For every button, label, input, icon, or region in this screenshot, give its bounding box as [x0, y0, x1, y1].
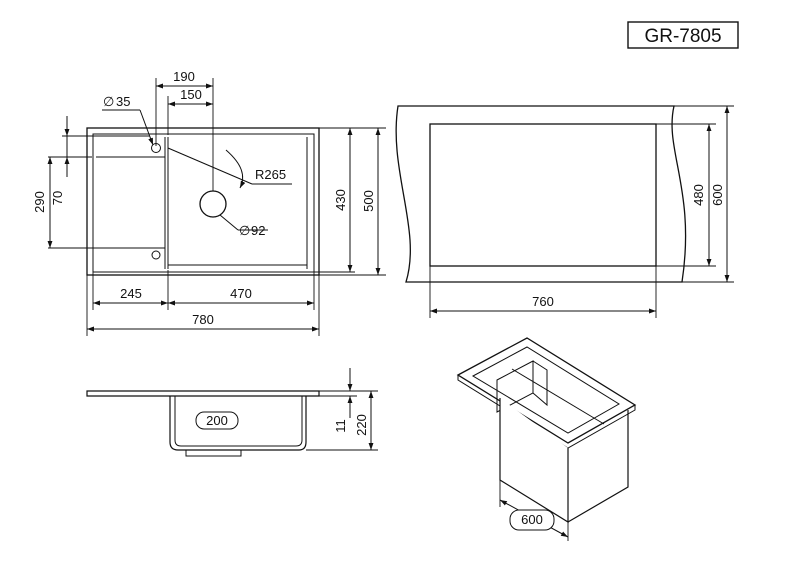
- label-hole-35: 35: [116, 94, 130, 109]
- side-view-labels: 200 11 220: [206, 413, 369, 436]
- iso-opening: [471, 346, 620, 434]
- model-code: GR-7805: [644, 26, 721, 47]
- diameter-symbol-92: ∅: [239, 223, 250, 238]
- model-label: GR-7805: [627, 21, 739, 49]
- label-760: 760: [532, 294, 554, 309]
- drain-hole: [199, 190, 227, 218]
- label-R265: R265: [255, 167, 286, 182]
- cabinet-extension-lines: [429, 105, 734, 318]
- label-drain-92: 92: [251, 223, 265, 238]
- countertop-rim: [86, 390, 320, 397]
- leader-35: [139, 109, 154, 146]
- drain-outlet: [185, 449, 242, 457]
- top-view: [47, 78, 386, 336]
- label-190: 190: [173, 69, 195, 84]
- label-430: 430: [333, 189, 348, 211]
- side-view: [86, 368, 378, 457]
- iso-bowl-back-wall: [532, 360, 548, 407]
- leader-92: [219, 214, 239, 231]
- countertop-outline: [395, 105, 687, 283]
- label-200: 200: [206, 413, 228, 428]
- cutout-opening: [429, 123, 657, 267]
- model-label-frame: [627, 21, 739, 49]
- label-11: 11: [333, 419, 348, 433]
- top-extension-lines: [48, 78, 386, 336]
- label-470: 470: [230, 286, 252, 301]
- overflow-hole: [151, 250, 161, 260]
- label-600-iso: 600: [521, 512, 543, 527]
- label-600-cabinet: 600: [710, 184, 725, 206]
- label-480: 480: [691, 184, 706, 206]
- dim-bubble-600: [509, 509, 555, 531]
- label-70: 70: [50, 191, 65, 205]
- cabinet-view-labels: 480 600 760: [532, 184, 725, 309]
- label-220: 220: [354, 414, 369, 436]
- sink-inner-outline: [92, 133, 315, 273]
- label-150: 150: [180, 87, 202, 102]
- iso-drainboard-line: [511, 368, 605, 425]
- leader-R265: [167, 147, 253, 185]
- cabinet-view: [395, 105, 734, 318]
- iso-cabinet-side: [567, 410, 629, 523]
- label-290: 290: [32, 191, 47, 213]
- label-780: 780: [192, 312, 214, 327]
- radius-arc: [225, 149, 246, 189]
- bowl-inner-profile: [174, 396, 303, 447]
- iso-view: [456, 337, 637, 541]
- label-500: 500: [361, 190, 376, 212]
- iso-view-labels: 600: [521, 512, 543, 527]
- sink-outline: [86, 127, 320, 276]
- diameter-symbol-35: ∅: [103, 94, 114, 109]
- label-245: 245: [120, 286, 142, 301]
- dim-bubble-200: [195, 411, 239, 430]
- top-view-labels: 190 150 ∅ 35 R265 ∅ 92 290 70 430 500 24…: [32, 69, 376, 327]
